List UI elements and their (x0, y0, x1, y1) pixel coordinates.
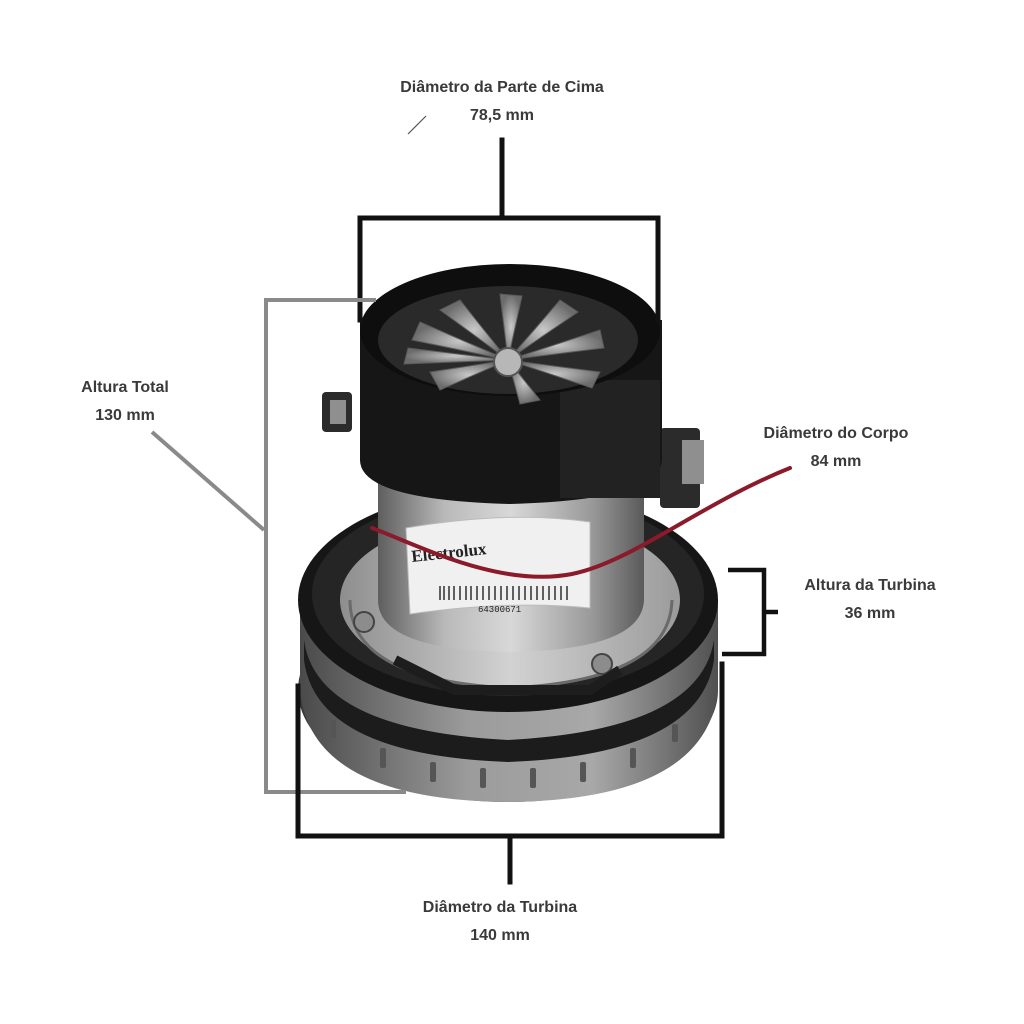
product-label-plate (405, 516, 591, 615)
total-height-title: Altura Total (81, 379, 169, 396)
body-diameter-title: Diâmetro do Corpo (763, 425, 909, 442)
fan-cap (360, 264, 662, 504)
top-diameter-value: 78,5 mm (469, 107, 535, 124)
total-height-value: 130 mm (95, 407, 155, 424)
pen-mark (407, 115, 427, 135)
terminals (322, 392, 704, 508)
bracket-turbine-diameter (295, 661, 725, 885)
turbine-diameter-title: Diâmetro da Turbina (422, 899, 578, 916)
turbine-diameter-value: 140 mm (470, 927, 530, 944)
turbine-ribs (330, 720, 678, 788)
bracket-total-height (150, 298, 406, 794)
fan-icon (403, 293, 605, 405)
body-diameter-line (370, 466, 792, 579)
turbine-height-title: Altura da Turbina (804, 577, 936, 594)
bracket-top-diameter (357, 137, 661, 323)
turbine-diameter-label: Diâmetro da Turbina 140 mm (350, 894, 650, 950)
turbine-height-value: 36 mm (844, 605, 896, 622)
top-diameter-label: Diâmetro da Parte de Cima 78,5 mm (352, 74, 652, 130)
cap-clip (560, 380, 660, 498)
screw-left-icon (353, 611, 375, 633)
product-code: 64300671 (478, 605, 521, 615)
turbine-lower-band (304, 640, 714, 762)
total-height-label: Altura Total 130 mm (40, 374, 210, 430)
turbine-height-label: Altura da Turbina 36 mm (760, 572, 980, 628)
body-diameter-label: Diâmetro do Corpo 84 mm (716, 420, 956, 476)
body-diameter-value: 84 mm (810, 453, 862, 470)
fan-hub (493, 347, 523, 377)
bracket-turbine-height (722, 567, 778, 657)
top-diameter-title: Diâmetro da Parte de Cima (400, 79, 604, 96)
screw-right-icon (591, 653, 613, 675)
barcode-icon (439, 586, 568, 600)
